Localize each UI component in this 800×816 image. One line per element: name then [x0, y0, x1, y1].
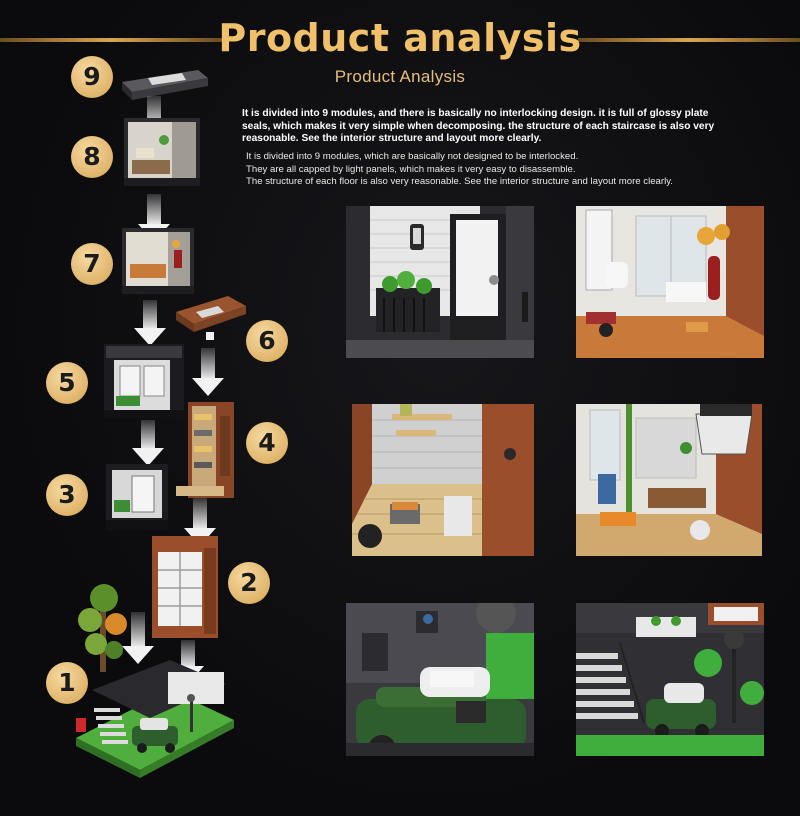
module-2-facade [152, 536, 218, 638]
module-number-badge: 6 [246, 320, 288, 362]
arrow-3-to-1 [122, 612, 154, 664]
description-bold-line: reasonable. See the interior structure a… [242, 133, 542, 144]
description-plain-line: It is divided into 9 modules, which are … [246, 151, 579, 162]
description-bold-line: It is divided into 9 modules, and there … [242, 108, 709, 119]
page-title: Product analysis [218, 16, 582, 60]
module-8-floor [124, 118, 200, 186]
module-number-badge: 3 [46, 474, 88, 516]
photo-living-room [576, 404, 762, 556]
description-plain-line: The structure of each floor is also very… [246, 176, 673, 187]
module-5-frame [104, 344, 184, 418]
arrow-7-to-5 [134, 300, 166, 346]
module-number-badge: 2 [228, 562, 270, 604]
photo-floor-shelves [352, 404, 534, 556]
module-9-roof [122, 70, 208, 100]
exploded-view [76, 70, 246, 778]
module-7-floor [122, 228, 194, 294]
description-bold: It is divided into 9 modules, and there … [242, 108, 782, 146]
photo-bathroom-interior [576, 206, 764, 358]
module-number-badge: 9 [71, 56, 113, 98]
photo-entrance-detail [346, 206, 534, 358]
header-rule-left [0, 38, 222, 42]
photo-car-closeup [346, 603, 534, 756]
module-3-ground-room [106, 464, 168, 530]
module-6-plate [176, 296, 246, 340]
page-subtitle: Product Analysis [334, 67, 466, 86]
module-number-badge: 4 [246, 422, 288, 464]
module-number-badge: 5 [46, 362, 88, 404]
arrow-5-to-3 [132, 420, 164, 466]
description-bold-line: seals, which makes it very simple when d… [242, 120, 715, 132]
description-plain-line: They are all capped by light panels, whi… [246, 163, 576, 175]
header-rule-right [578, 38, 800, 42]
photo-stairs-car [576, 603, 764, 756]
module-1-base [76, 584, 234, 778]
module-number-badge: 7 [71, 243, 113, 285]
module-number-badge: 1 [46, 662, 88, 704]
module-number-badge: 8 [71, 136, 113, 178]
module-4-wall [176, 402, 234, 498]
arrow-6-to-4 [192, 348, 224, 396]
description-plain: It is divided into 9 modules, which are … [246, 151, 786, 189]
